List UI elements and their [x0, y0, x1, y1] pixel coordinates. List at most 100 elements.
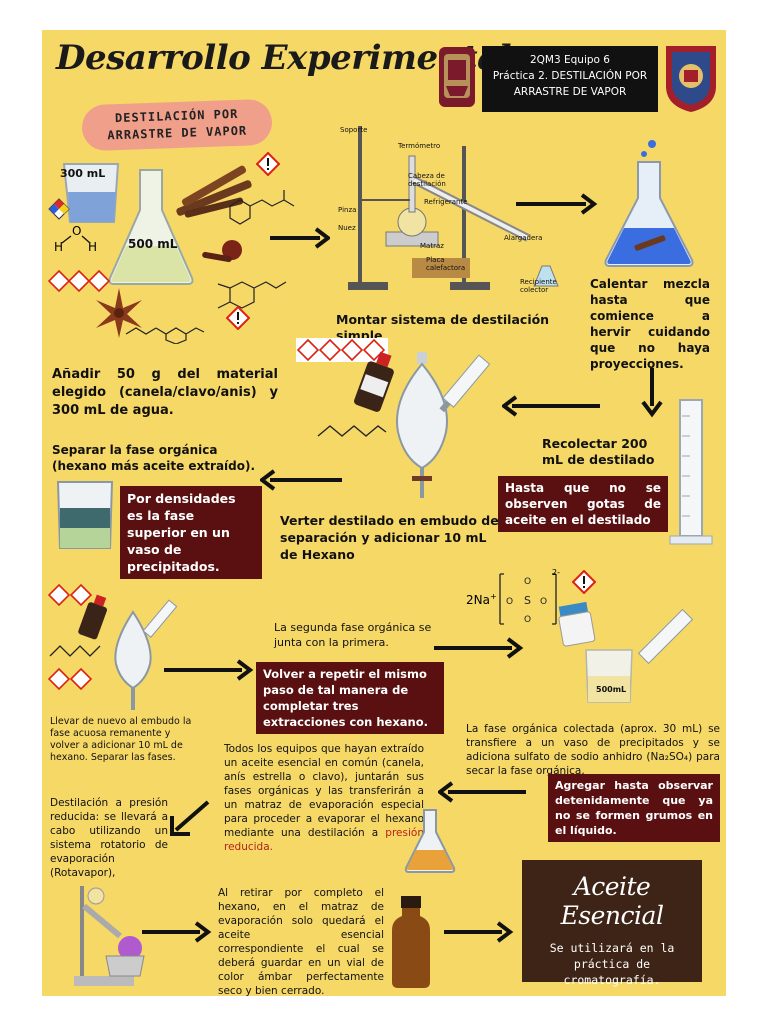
step-segunda: La segunda fase orgánica se junta con la… [274, 621, 432, 649]
arrow-down-left-icon [170, 800, 210, 836]
final-box: Aceite Esencial Se utilizará en la práct… [522, 860, 702, 987]
label-recipiente: Recipiente colector [520, 278, 557, 294]
svg-text:O: O [540, 597, 547, 607]
arrow-right-icon [444, 921, 514, 943]
poster: Desarrollo Experimental 2QM3 Equipo 6 Pr… [42, 30, 726, 996]
ghs-pictograms-icon [48, 584, 93, 606]
beaker-300-icon [62, 163, 120, 223]
step-llevar: Llevar de nuevo al embudo la fase acuosa… [50, 716, 192, 763]
hexane-bottle-icon [78, 594, 107, 640]
info-line-2: Práctica 2. DESTILACIÓN POR [492, 70, 648, 82]
label-termometro: Termómetro [398, 142, 441, 150]
sodium-sulfate-jar-icon [558, 601, 596, 647]
heated-flask-icon [604, 140, 694, 267]
final-body: Se utilizará en la práctica de cromatogr… [549, 941, 675, 987]
ghs-pictograms-icon [48, 668, 93, 690]
arrow-left-icon [260, 469, 342, 491]
label-cabeza: Cabeza de destilación [408, 172, 446, 188]
step-densidades: Por densidades es la fase superior en un… [120, 486, 262, 579]
step-anadir: Añadir 50 g del material elegido (canela… [52, 367, 278, 418]
sulfate-structure-icon: S O O O O [499, 573, 557, 625]
ghs-pictograms-icon [296, 338, 388, 362]
arrow-right-icon [142, 921, 212, 943]
cinnamon-sticks-icon [176, 165, 252, 218]
warning-hazard-icon [572, 570, 596, 594]
hexane-bottle-icon [354, 351, 394, 412]
amber-vial-icon [392, 896, 430, 988]
rotavapor-icon [74, 886, 145, 986]
ipn-emblem-icon [439, 47, 475, 107]
sodium-charge: + [489, 592, 497, 601]
syringe-icon [439, 354, 491, 413]
step-calentar: Calentar mezcla hasta que comience a her… [590, 277, 710, 371]
label-matraz: Matraz [420, 242, 444, 250]
syringe-icon [637, 608, 694, 665]
ghs-pictograms-icon [48, 270, 110, 292]
evaporation-flask-icon [404, 809, 456, 873]
final-title: Aceite Esencial [560, 872, 664, 930]
svg-text:S: S [524, 594, 531, 607]
water-o: O [72, 224, 82, 238]
step-al-retirar: Al retirar por completo el hexano, en el… [218, 887, 384, 996]
nfpa-diamond-icon [48, 198, 70, 220]
arrow-right-icon [434, 637, 524, 659]
water-h2: H [88, 240, 98, 254]
step-todos-accent: presión reducida. [224, 827, 424, 853]
star-anise-icon [96, 288, 142, 338]
step-volver: Volver a repetir el mismo paso de tal ma… [256, 662, 444, 734]
arrow-right-icon [270, 227, 330, 249]
svg-text:O: O [524, 615, 531, 625]
escuela-shield-icon [666, 46, 716, 112]
info-line-3: ARRASTRE DE VAPOR [513, 86, 627, 98]
step-verter: Verter destilado en embudo de separación… [280, 513, 499, 562]
svg-text:O: O [506, 597, 513, 607]
flask-500-label: 500 mL [128, 237, 178, 251]
step-todos: Todos los equipos que hayan extraído un … [224, 742, 424, 854]
cinnamaldehyde-structure-icon [229, 190, 295, 225]
step-hasta-que: Hasta que no se observen gotas de aceite… [498, 476, 668, 532]
step-recolectar: Recolectar 200 mL de destilado [542, 436, 655, 467]
svg-text:O: O [524, 577, 531, 587]
arrow-right-icon [516, 193, 598, 215]
graduated-cylinder-icon [669, 399, 713, 545]
beaker-300-label: 300 mL [60, 167, 106, 180]
label-placa: Placa calefactora [426, 256, 466, 272]
label-nuez: Nuez [338, 224, 356, 232]
water-molecule: O H H [54, 224, 104, 258]
warning-hazard-icon [256, 152, 280, 176]
water-bonds-icon [61, 235, 91, 244]
hexane-structure-icon [49, 645, 101, 657]
topic-badge: DESTILACIÓN POR ARRASTRE DE VAPOR [81, 98, 273, 152]
beaker-500-icon [585, 649, 633, 703]
arrow-left-icon [438, 781, 526, 803]
beaker-separated-icon [56, 481, 114, 549]
flask-500-icon [108, 169, 194, 285]
arrow-right-icon [164, 659, 254, 681]
label-alargadera: Alargadera [504, 234, 543, 242]
arrow-left-icon [502, 395, 600, 417]
label-refrigerante: Refrigerante [424, 198, 468, 206]
beaker-500-label: 500mL [596, 685, 627, 694]
water-h1: H [54, 240, 64, 254]
arrow-down-icon [641, 368, 663, 418]
step-separar: Separar la fase orgánica (hexano más ace… [52, 443, 256, 473]
sulfate-charge: 2- [552, 568, 560, 577]
step-fase-organica: La fase orgánica colectada (aprox. 30 mL… [466, 723, 720, 777]
step-destilacion-presion: Destilación a presión reducida: se lleva… [50, 797, 168, 879]
sodium-label: 2Na [466, 593, 490, 607]
info-line-1: 2QM3 Equipo 6 [529, 54, 610, 66]
anethole-structure-icon [125, 327, 205, 344]
distillation-apparatus-icon [348, 126, 559, 290]
hexane-structure-icon [317, 425, 387, 437]
warning-hazard-icon [226, 306, 250, 330]
sodium-ion: 2Na+ [466, 592, 497, 607]
step-agregar: Agregar hasta observar detenidamente que… [548, 774, 720, 842]
separatory-funnel-icon [396, 352, 448, 498]
syringe-icon [142, 599, 178, 638]
info-box: 2QM3 Equipo 6 Práctica 2. DESTILACIÓN PO… [482, 46, 658, 112]
label-pinza: Pinza [338, 206, 357, 214]
eugenol-structure-icon [217, 281, 287, 309]
step-todos-text: Todos los equipos que hayan extraído un … [224, 743, 424, 839]
separatory-funnel-icon [114, 610, 152, 710]
clove-icon [202, 240, 242, 263]
